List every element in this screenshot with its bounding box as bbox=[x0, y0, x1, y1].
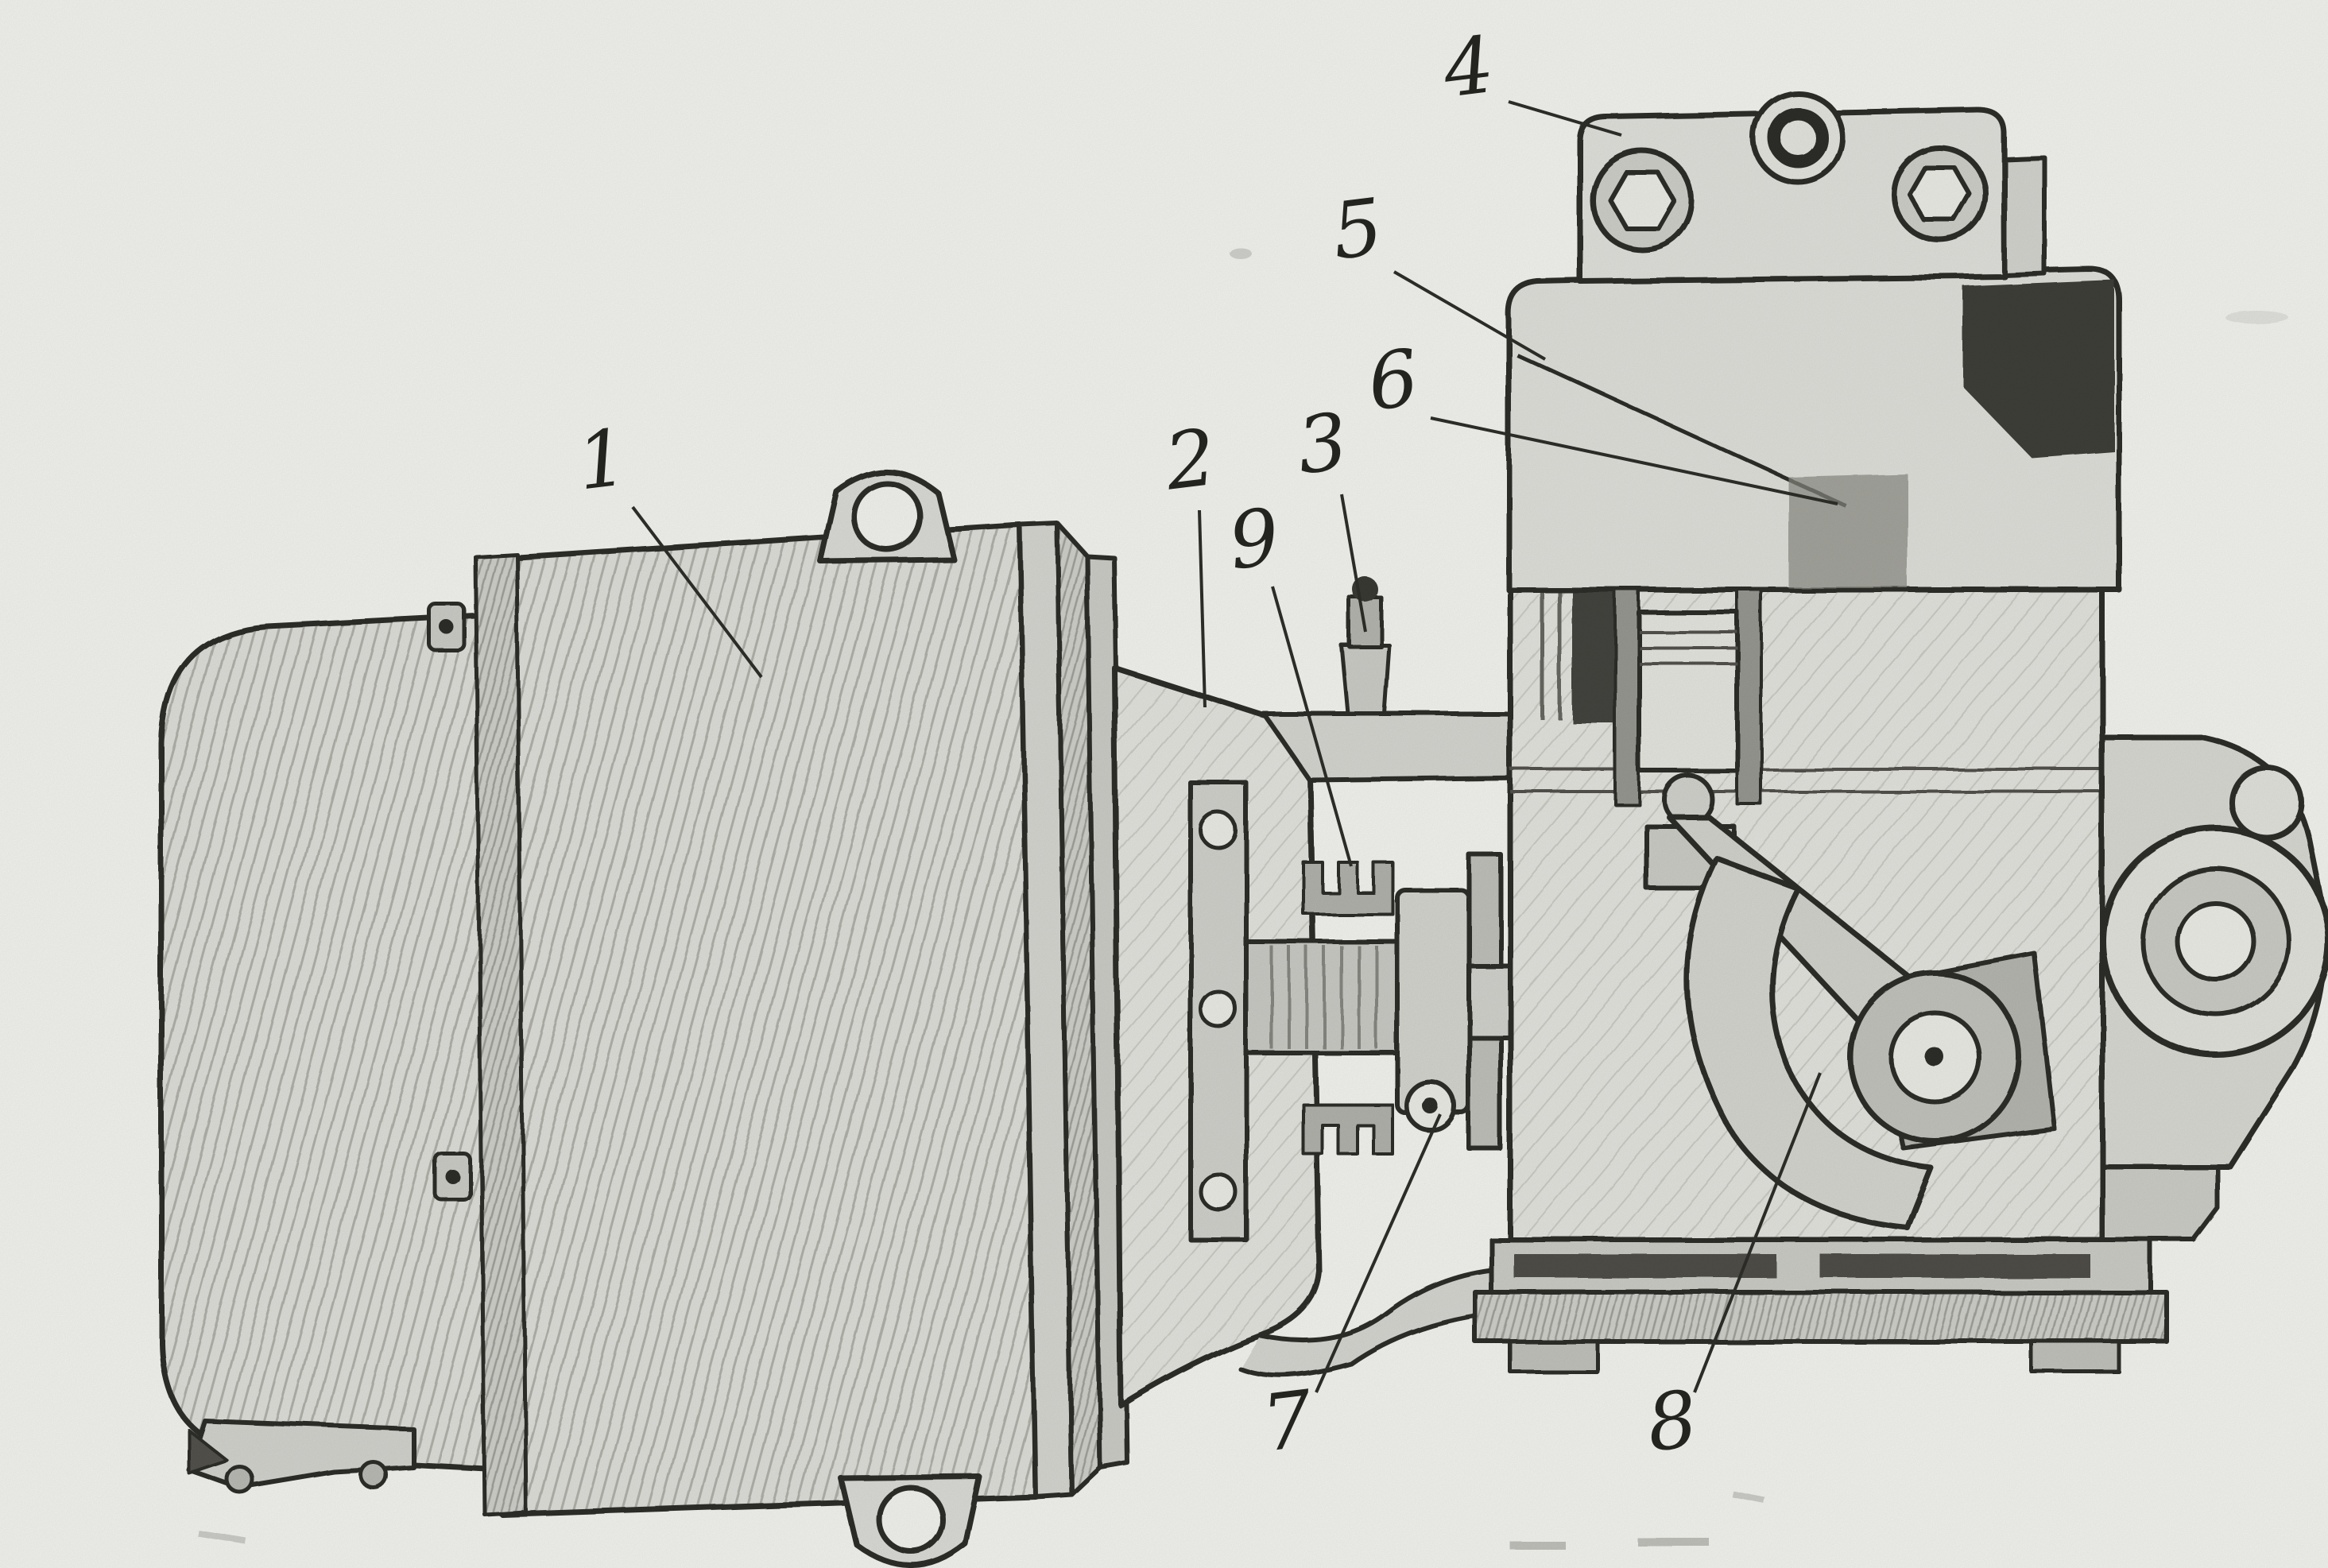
callout-leader-2 bbox=[1198, 509, 1207, 708]
piston bbox=[1637, 610, 1740, 773]
coupling-teeth-top bbox=[1302, 861, 1394, 916]
cylinder-wall-left bbox=[1613, 588, 1640, 806]
base-dark-band-right bbox=[1820, 1254, 2090, 1278]
callout-leader-4 bbox=[1508, 100, 1622, 137]
motor-barrel bbox=[490, 521, 1039, 1518]
callout-leader-6 bbox=[1430, 416, 1838, 505]
callout-label-3: 3 bbox=[1292, 397, 1353, 493]
callout-leader-8 bbox=[1693, 1072, 1822, 1393]
callout-label-1: 1 bbox=[572, 412, 633, 509]
terminal-clip-mid-pin bbox=[446, 1170, 460, 1184]
head-plug bbox=[1750, 90, 1846, 185]
bracket-bolt-mid bbox=[1199, 989, 1238, 1029]
valve-stem bbox=[1347, 595, 1384, 649]
motor-flange bbox=[1017, 521, 1129, 1499]
shaft bbox=[1244, 939, 1400, 1055]
end-cover-boss-inner bbox=[2175, 901, 2256, 982]
callout-leader-5 bbox=[1393, 270, 1547, 361]
base-dark-band-left bbox=[1514, 1254, 1776, 1278]
foot-pin-left bbox=[225, 1465, 255, 1495]
valve-fitting bbox=[1339, 577, 1392, 716]
motor-seam-band bbox=[473, 552, 529, 1517]
motor-housing bbox=[158, 469, 1039, 1568]
right-foot bbox=[2100, 1164, 2220, 1242]
terminal-clip-top-pin bbox=[440, 620, 454, 634]
end-cover-top-boss bbox=[2229, 765, 2305, 841]
callout-leader-1 bbox=[631, 505, 763, 679]
callout-label-8: 8 bbox=[1642, 1374, 1702, 1470]
callout-label-7: 7 bbox=[1257, 1374, 1318, 1470]
callout-leader-3 bbox=[1340, 494, 1367, 633]
bracket-bolt-bottom bbox=[1199, 1172, 1238, 1212]
head-bolt-left-hex bbox=[1608, 170, 1676, 230]
base-foot-left bbox=[1508, 1339, 1600, 1374]
valve-base bbox=[1339, 643, 1392, 716]
callout-label-2: 2 bbox=[1160, 412, 1221, 509]
callout-label-4: 4 bbox=[1438, 20, 1499, 116]
coupling-bolt-center bbox=[1423, 1098, 1439, 1114]
callout-leader-9 bbox=[1271, 586, 1353, 867]
base-lower bbox=[1473, 1290, 2169, 1344]
big-end-center bbox=[1925, 1047, 1944, 1067]
plate-right-step bbox=[2002, 155, 2047, 277]
coupling-teeth-bottom bbox=[1302, 1103, 1394, 1156]
lifting-eye-hole bbox=[850, 480, 924, 553]
bottom-lug-hole bbox=[876, 1485, 946, 1554]
foot-pin-right bbox=[358, 1460, 389, 1490]
motor-end-cap bbox=[158, 610, 518, 1473]
coupling-hub bbox=[1395, 888, 1471, 1115]
head-bolt-right-hex bbox=[1907, 165, 1972, 223]
cylinder-wall-right bbox=[1736, 588, 1763, 806]
callout-label-5: 5 bbox=[1327, 182, 1388, 278]
callout-label-9: 9 bbox=[1224, 492, 1284, 588]
callout-leader-7 bbox=[1315, 1113, 1442, 1393]
head-mid-chamber bbox=[1788, 474, 1908, 588]
smudge-4 bbox=[2225, 312, 2289, 324]
smudge-1 bbox=[1229, 247, 1251, 258]
callout-label-6: 6 bbox=[1363, 333, 1424, 429]
bracket-bolt-top bbox=[1199, 811, 1238, 850]
base-foot-right bbox=[2029, 1339, 2121, 1374]
